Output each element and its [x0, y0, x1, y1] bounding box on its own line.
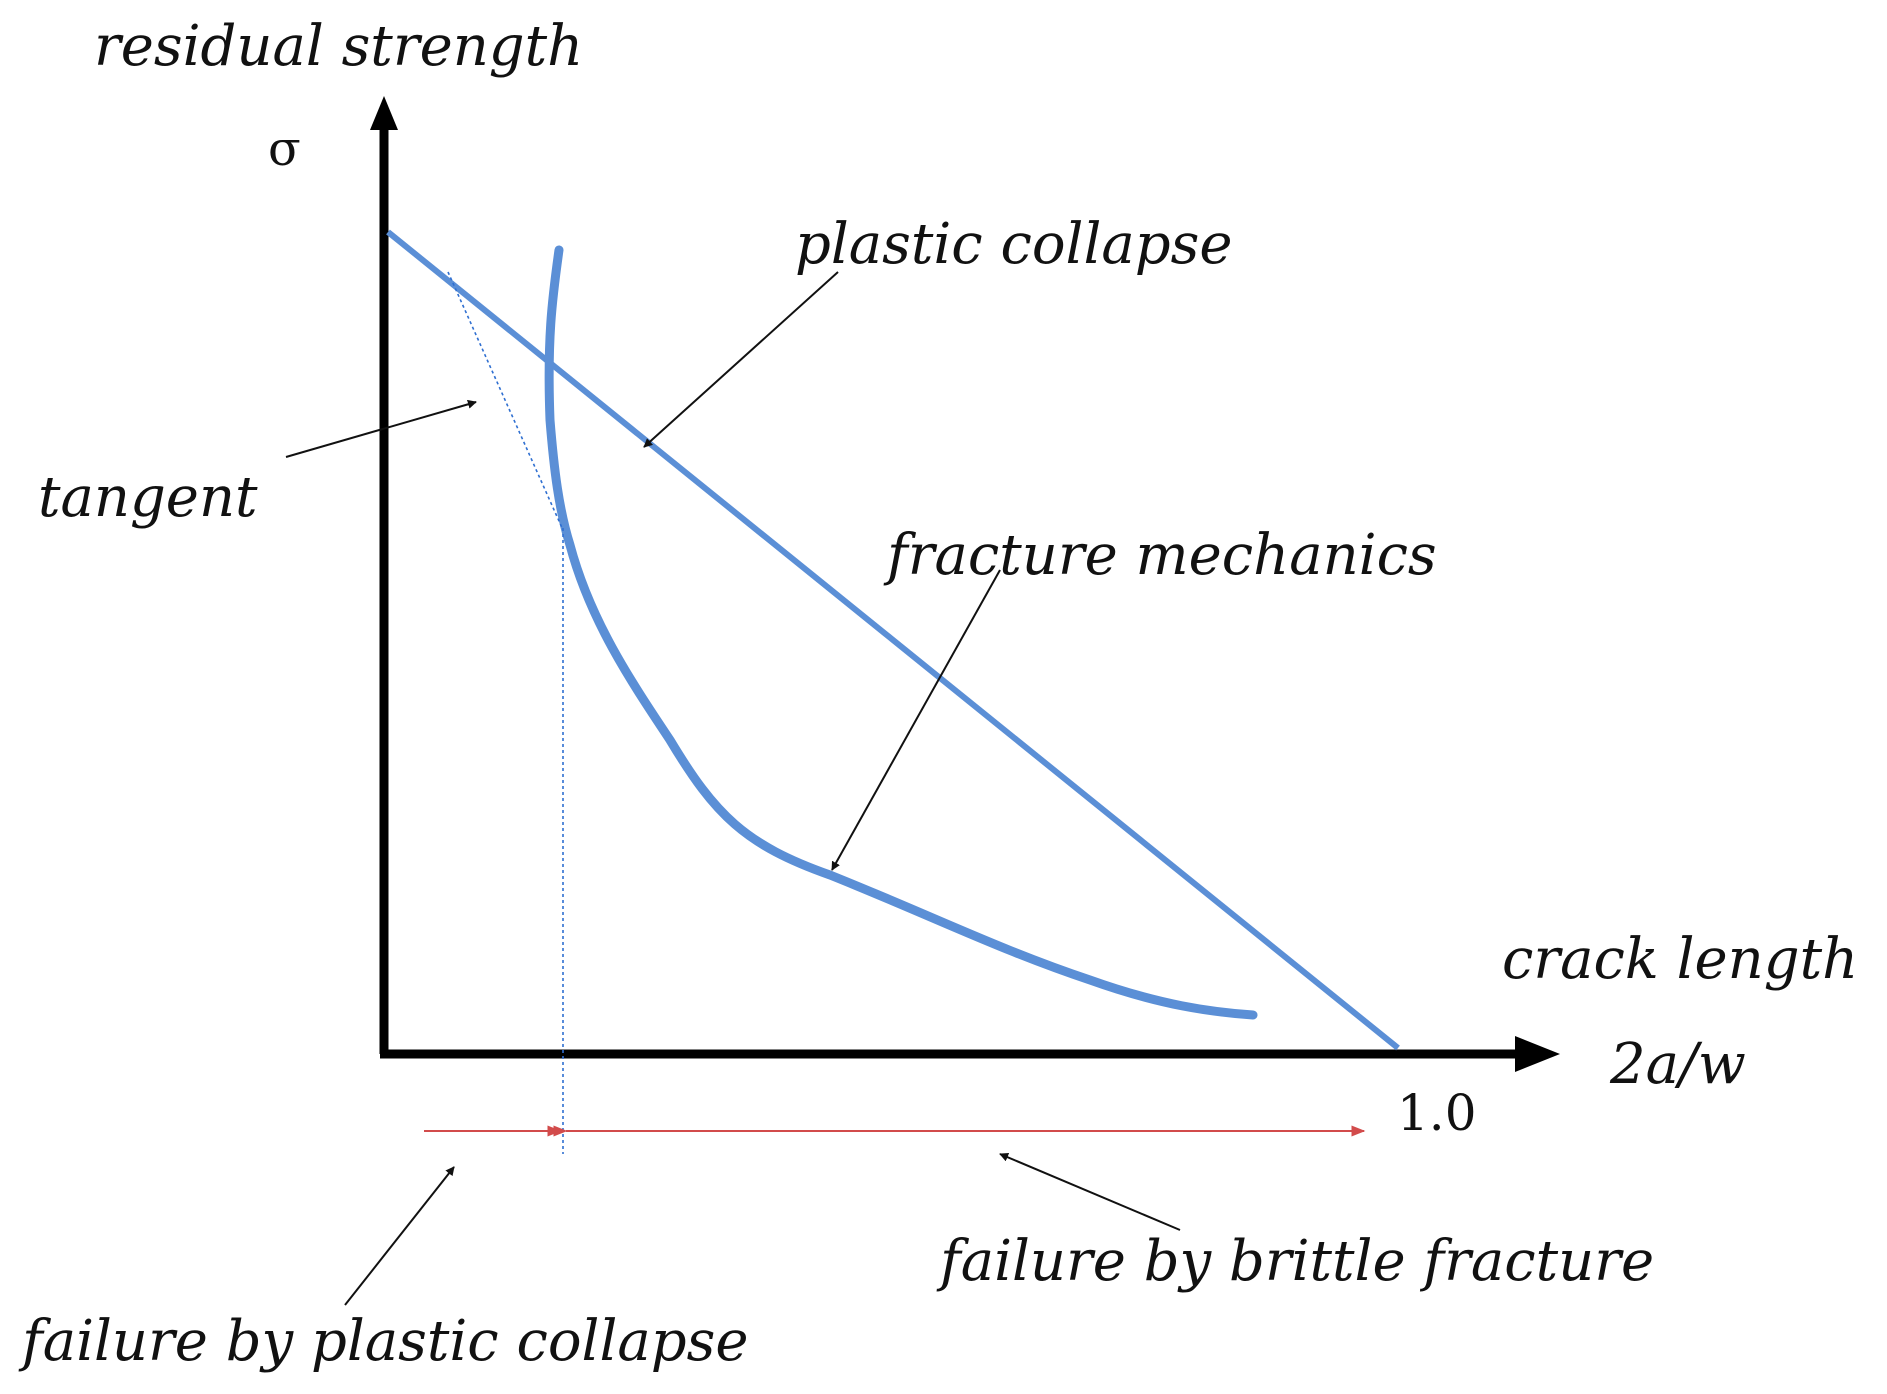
x-axis-title: crack length: [1502, 927, 1858, 992]
y-axis-arrowhead: [370, 96, 398, 130]
x-axis-tick-1: 1.0: [1397, 1084, 1477, 1142]
x-axis-symbol: 2a/w: [1609, 1032, 1746, 1097]
tangent-pointer: [285, 399, 477, 458]
failure-plastic-label: failure by plastic collapse: [18, 1309, 748, 1374]
failure-brittle-label: failure by brittle fracture: [936, 1229, 1654, 1294]
plastic-failure-pointer: [344, 1166, 455, 1306]
fracture-mechanics-curve: [544, 245, 1258, 1020]
x-axis-arrowhead: [1515, 1036, 1560, 1072]
fracture-mechanics-label: fracture mechanics: [883, 523, 1437, 588]
brittle-fracture-pointer: [999, 1153, 1181, 1231]
y-axis-symbol: σ: [268, 121, 301, 177]
fracture-mechanics-pointer: [831, 569, 1001, 871]
plastic-collapse-label: plastic collapse: [795, 212, 1232, 277]
plastic-collapse-line: [386, 229, 1400, 1051]
tangent-label: tangent: [38, 465, 258, 530]
y-axis-title: residual strength: [94, 14, 583, 79]
tangent-line: [447, 271, 564, 531]
plastic-collapse-pointer: [643, 271, 839, 448]
